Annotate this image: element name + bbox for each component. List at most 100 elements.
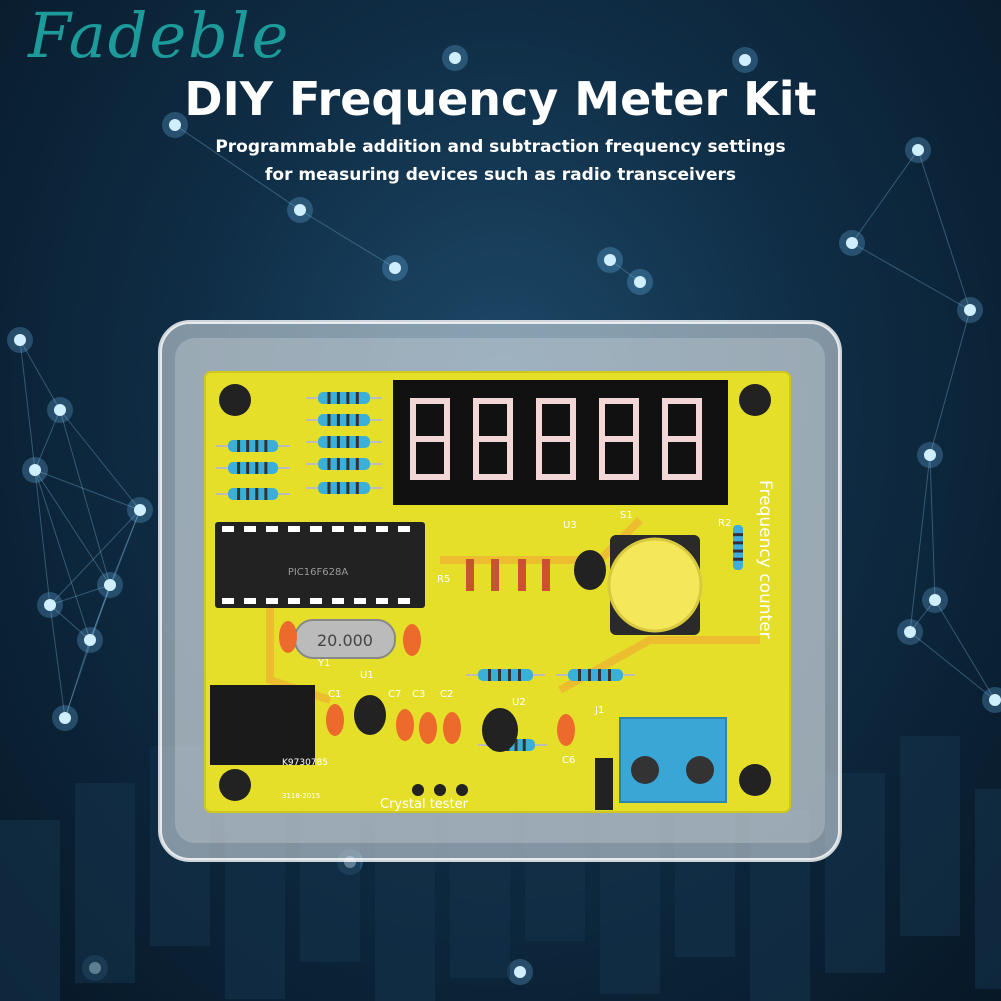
watermark-logo: Fadeble bbox=[28, 0, 291, 72]
display-segment bbox=[536, 436, 576, 442]
subtitle-line-1: Programmable addition and subtraction fr… bbox=[215, 137, 786, 157]
display-segment bbox=[570, 398, 576, 480]
network-line bbox=[19, 339, 61, 411]
chip-pin bbox=[398, 526, 410, 532]
display-segment bbox=[473, 398, 479, 480]
component-ref: Y1 bbox=[317, 658, 330, 669]
chip-pin bbox=[266, 598, 278, 604]
network-line bbox=[929, 309, 971, 456]
component-ref: C1 bbox=[328, 689, 341, 700]
network-line bbox=[89, 509, 141, 641]
chip-pin bbox=[244, 526, 256, 532]
diode bbox=[466, 559, 474, 591]
resistor bbox=[556, 669, 635, 681]
capacitor bbox=[326, 704, 344, 736]
network-node bbox=[604, 254, 616, 266]
network-node bbox=[389, 262, 401, 274]
network-node bbox=[54, 404, 66, 416]
chip-pin bbox=[222, 526, 234, 532]
network-line bbox=[49, 584, 111, 606]
display-digit bbox=[473, 398, 513, 480]
display-segment bbox=[473, 398, 513, 404]
network-line bbox=[19, 339, 36, 471]
date-code: 3118-2015 bbox=[282, 792, 320, 800]
display-digit bbox=[662, 398, 702, 480]
crystal-label: 20.000 bbox=[317, 631, 373, 650]
component-ref: J1 bbox=[594, 705, 604, 716]
terminal-screw bbox=[631, 756, 659, 784]
display-segment bbox=[410, 398, 450, 404]
city-building bbox=[75, 783, 135, 983]
network-node bbox=[104, 579, 116, 591]
network-line bbox=[934, 599, 996, 701]
display-segment bbox=[662, 436, 702, 442]
chip-pin bbox=[376, 526, 388, 532]
chip-pin bbox=[332, 598, 344, 604]
chip-pin bbox=[376, 598, 388, 604]
component-ref: C2 bbox=[440, 689, 453, 700]
component-ref: R5 bbox=[437, 574, 450, 585]
push-button[interactable] bbox=[607, 537, 703, 633]
network-node bbox=[134, 504, 146, 516]
network-node bbox=[846, 237, 858, 249]
display-segment bbox=[536, 398, 542, 480]
network-line bbox=[109, 509, 141, 586]
jumper-header-j1 bbox=[595, 758, 613, 810]
resistor bbox=[216, 488, 290, 500]
network-node bbox=[14, 334, 26, 346]
chip-pin bbox=[222, 598, 234, 604]
resistor bbox=[733, 525, 743, 570]
diode bbox=[542, 559, 550, 591]
network-node bbox=[912, 144, 924, 156]
capacitor bbox=[443, 712, 461, 744]
resistor bbox=[306, 414, 382, 426]
component-ref: R2 bbox=[718, 518, 731, 529]
capacitor bbox=[396, 709, 414, 741]
display-segment bbox=[599, 398, 639, 404]
network-line bbox=[917, 149, 971, 311]
component-ref: C3 bbox=[412, 689, 425, 700]
terminal-screw bbox=[686, 756, 714, 784]
network-line bbox=[609, 259, 641, 283]
chip-pin bbox=[244, 598, 256, 604]
display-segment bbox=[662, 474, 702, 480]
network-line bbox=[89, 584, 111, 641]
chip-pin bbox=[354, 526, 366, 532]
display-segment bbox=[536, 474, 576, 480]
network-line bbox=[49, 604, 66, 719]
component-ref: U3 bbox=[563, 520, 577, 531]
part-code: K9730785 bbox=[282, 758, 328, 768]
network-line bbox=[34, 469, 111, 586]
chip-pin bbox=[398, 598, 410, 604]
component-ref: C6 bbox=[562, 755, 575, 766]
display-segment bbox=[633, 398, 639, 480]
diode bbox=[518, 559, 526, 591]
network-node bbox=[964, 304, 976, 316]
network-line bbox=[59, 409, 141, 511]
chip-pin bbox=[354, 598, 366, 604]
network-node bbox=[739, 54, 751, 66]
display-segment bbox=[599, 436, 639, 442]
network-node bbox=[29, 464, 41, 476]
network-node bbox=[169, 119, 181, 131]
display-segment bbox=[599, 398, 605, 480]
display-segment bbox=[696, 398, 702, 480]
microcontroller-chip bbox=[215, 522, 425, 608]
network-line bbox=[909, 454, 931, 633]
city-building bbox=[0, 820, 60, 1001]
network-node bbox=[449, 52, 461, 64]
component-ref: U2 bbox=[512, 697, 526, 708]
network-line bbox=[909, 599, 936, 633]
city-building bbox=[975, 789, 1001, 989]
network-line bbox=[34, 469, 51, 606]
network-node bbox=[989, 694, 1001, 706]
diode bbox=[491, 559, 499, 591]
capacitor bbox=[403, 624, 421, 656]
network-node bbox=[904, 626, 916, 638]
network-node bbox=[929, 594, 941, 606]
chip-pin bbox=[310, 526, 322, 532]
network-line bbox=[64, 639, 91, 719]
capacitor bbox=[279, 621, 297, 653]
resistor bbox=[306, 436, 382, 448]
